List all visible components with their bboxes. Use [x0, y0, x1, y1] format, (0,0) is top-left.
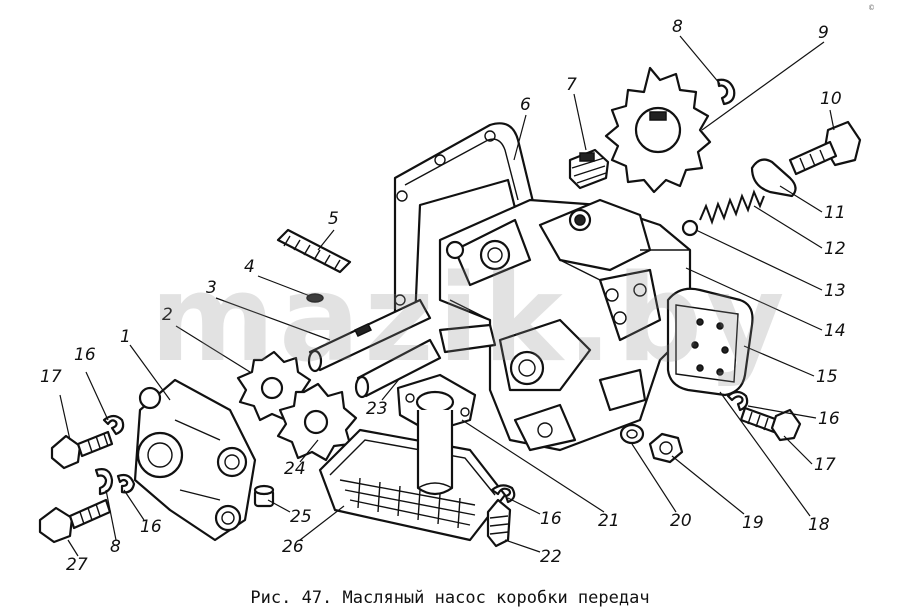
callout-labels: 17 16 1 2 3 4 5 6 7 8 9 10 11 12 13 14 1…: [40, 17, 846, 575]
bushing-25: [253, 484, 275, 508]
washer-16-right: [726, 390, 749, 412]
gear-9: [604, 66, 712, 194]
label-16-center: 16: [540, 509, 562, 529]
bolt-27: [38, 498, 112, 544]
label-6: 6: [520, 95, 531, 115]
corner-mark: ©: [868, 4, 875, 12]
bolt-10: [788, 120, 862, 176]
shaft-23: [354, 338, 442, 399]
washer-11: [750, 158, 797, 198]
cover-15: [666, 287, 754, 397]
pump-body-1: [133, 378, 257, 542]
label-8-top: 8: [672, 17, 683, 37]
suction-pipe-21: [396, 373, 477, 496]
label-21: 21: [598, 511, 620, 531]
circlip-8-bottom: [94, 468, 114, 496]
bolt-22: [486, 498, 512, 548]
shaft-3: [307, 298, 432, 373]
label-1: 1: [120, 327, 131, 347]
pump-housing-14: [438, 198, 692, 452]
washer-16-left: [102, 414, 125, 436]
nut-19: [648, 432, 684, 464]
bolt-17-right: [739, 406, 802, 442]
gasket-6: [393, 122, 537, 332]
leader-lines: [59, 35, 835, 557]
label-16-right: 16: [818, 409, 840, 429]
label-22: 22: [540, 547, 562, 567]
label-17-left: 17: [40, 367, 62, 387]
label-27: 27: [66, 555, 88, 575]
ball-13: [681, 219, 699, 237]
plug-7: [568, 148, 610, 190]
label-19: 19: [742, 513, 764, 533]
label-16-top-left: 16: [74, 345, 96, 365]
stud-5: [276, 228, 352, 274]
label-20: 20: [670, 511, 692, 531]
label-2: 2: [162, 305, 173, 325]
label-14: 14: [824, 321, 846, 341]
gear-2: [236, 350, 312, 422]
label-16-bottom: 16: [140, 517, 162, 537]
label-25: 25: [290, 507, 312, 527]
washer-20: [619, 423, 645, 445]
label-5: 5: [328, 209, 339, 229]
spring-12: [699, 189, 765, 225]
label-26: 26: [282, 537, 304, 557]
label-3: 3: [206, 278, 217, 298]
key-4: [306, 293, 324, 303]
label-13: 13: [824, 281, 846, 301]
gear-24: [276, 382, 358, 462]
strainer-26: [318, 428, 507, 542]
label-4: 4: [244, 257, 255, 277]
watermark: mazik.by: [150, 250, 789, 389]
label-7: 7: [566, 75, 577, 95]
label-23: 23: [366, 399, 388, 419]
label-24: 24: [284, 459, 306, 479]
bolt-17-left: [50, 430, 114, 470]
label-15: 15: [816, 367, 838, 387]
label-12: 12: [824, 239, 846, 259]
label-9: 9: [818, 23, 829, 43]
washer-16-bottom: [116, 473, 136, 494]
label-10: 10: [820, 89, 842, 109]
label-17-right: 17: [814, 455, 836, 475]
label-11: 11: [824, 203, 846, 223]
figure-caption: Рис. 47. Масляный насос коробки передач: [250, 588, 650, 608]
label-8-bottom: 8: [110, 537, 121, 557]
label-18: 18: [808, 515, 830, 535]
circlip-8-top: [716, 78, 736, 106]
